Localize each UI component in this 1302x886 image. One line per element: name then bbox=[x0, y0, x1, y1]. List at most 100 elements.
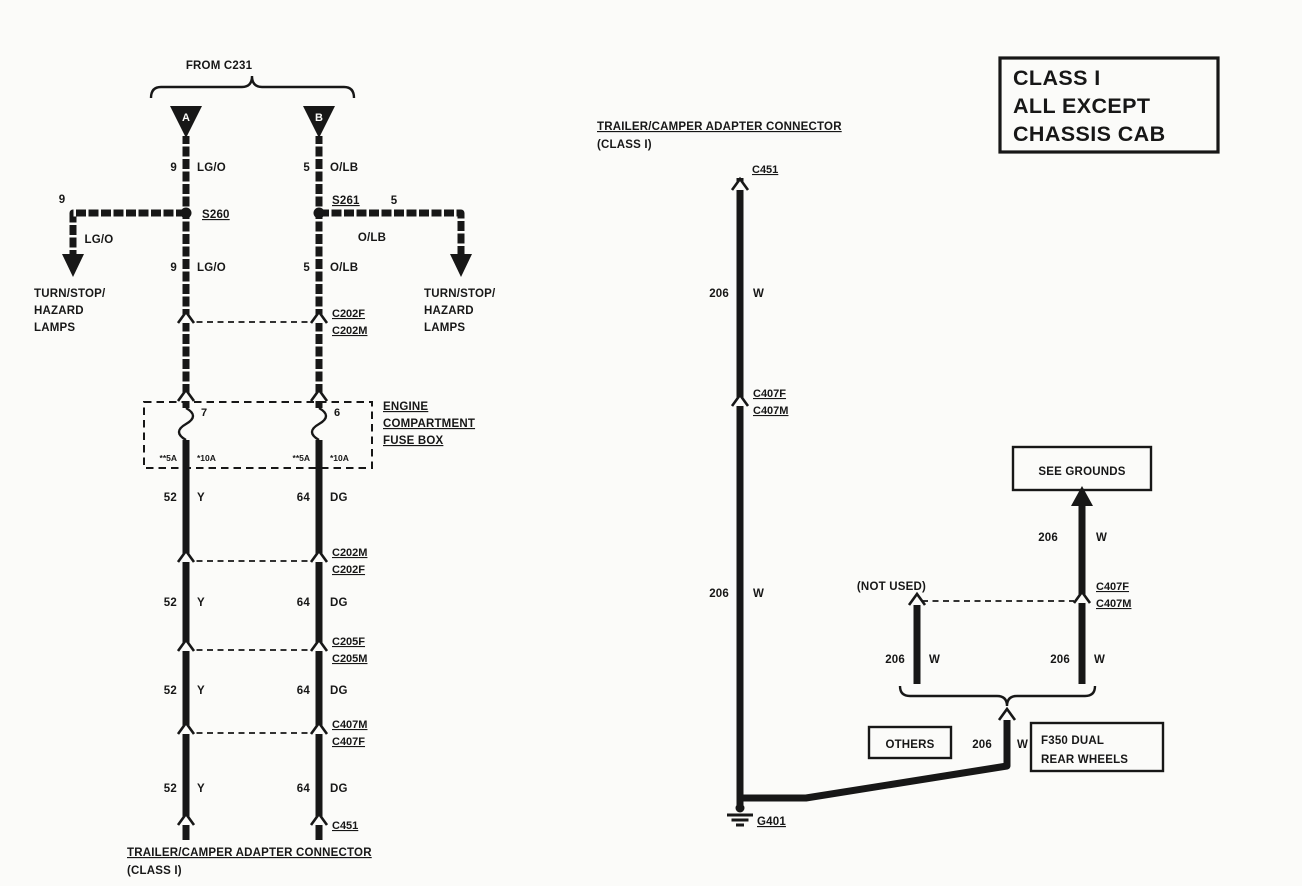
f350-box bbox=[1029, 721, 1165, 773]
wire-upper-color: W bbox=[753, 288, 764, 300]
inline-connector-icon bbox=[309, 387, 329, 402]
pin-a-icon: A bbox=[170, 106, 202, 138]
wire-a-out-gauge-2: 52 bbox=[164, 597, 177, 609]
inline-connector-icon bbox=[176, 309, 196, 324]
wire-b-color-2: O/LB bbox=[330, 262, 358, 274]
arrow-down-icon bbox=[62, 254, 84, 277]
branch-right-gauge: 206 bbox=[1050, 654, 1070, 666]
fuse-box-title3: FUSE BOX bbox=[383, 435, 444, 447]
class-box-line2: ALL EXCEPT bbox=[1013, 94, 1150, 118]
wire-a-out-gauge-1: 52 bbox=[164, 492, 177, 504]
wire-b-out-color-2: DG bbox=[330, 597, 348, 609]
left-diagram: A B FROM C231 9 LG/O 5 O/L bbox=[34, 60, 496, 877]
wire-b-out-gauge-3: 64 bbox=[297, 685, 311, 697]
pin-b-label: B bbox=[315, 112, 323, 124]
splice-s260-icon bbox=[180, 207, 192, 219]
inline-connector-icon bbox=[176, 720, 196, 735]
branch-wire-right bbox=[319, 209, 472, 277]
ground-icon bbox=[727, 803, 753, 827]
conn1-top-label: C202F bbox=[332, 308, 365, 320]
inline-connector-icon bbox=[309, 811, 329, 826]
wire-b-out-gauge-4: 64 bbox=[297, 783, 311, 795]
wire-a-out-color-2: Y bbox=[197, 597, 205, 609]
inline-connector-icon bbox=[730, 392, 750, 407]
inline-connector-icon bbox=[1072, 589, 1092, 604]
wire-lower-color: W bbox=[753, 588, 764, 600]
right-header-line2: (CLASS I) bbox=[597, 139, 652, 151]
conn2-bottom-label: C202F bbox=[332, 564, 365, 576]
fuse-box-title2: COMPARTMENT bbox=[383, 418, 475, 430]
branch-a-color: LG/O bbox=[85, 234, 114, 246]
class-box-line1: CLASS I bbox=[1013, 66, 1101, 90]
fuse-b-id: 6 bbox=[334, 407, 340, 419]
inline-connector-icon bbox=[309, 637, 329, 652]
branch-wire-left bbox=[62, 209, 186, 277]
inline-connector-icon bbox=[176, 548, 196, 563]
splice-s260-label: S260 bbox=[202, 209, 230, 221]
branch-a-gauge: 9 bbox=[59, 194, 66, 206]
wire-a bbox=[177, 136, 195, 840]
lamps-left-line3: LAMPS bbox=[34, 322, 75, 334]
conn5-label: C451 bbox=[332, 820, 358, 832]
arrow-wire-gauge: 206 bbox=[1038, 532, 1058, 544]
wire-a-gauge: 9 bbox=[170, 162, 177, 174]
others-box bbox=[867, 725, 953, 760]
conn1-bottom-label: C202M bbox=[332, 325, 367, 337]
wire-a-out-gauge-3: 52 bbox=[164, 685, 177, 697]
left-footer-line2: (CLASS I) bbox=[127, 865, 182, 877]
wire-b-out-color-1: DG bbox=[330, 492, 348, 504]
wire-b-gauge: 5 bbox=[303, 162, 310, 174]
right-diagram: TRAILER/CAMPER ADAPTER CONNECTOR (CLASS … bbox=[597, 121, 1011, 828]
inline-connector-icon bbox=[176, 387, 196, 402]
class-box-line3: CHASSIS CAB bbox=[1013, 122, 1166, 146]
inline-connector-icon bbox=[730, 176, 750, 191]
bottom-wire-gauge: 206 bbox=[972, 739, 992, 751]
fuse-b-amp-right: *10A bbox=[330, 453, 349, 463]
right-conn-bottom-label: C407M bbox=[753, 405, 788, 417]
wire-a-gauge-2: 9 bbox=[170, 262, 177, 274]
right-header-line1: TRAILER/CAMPER ADAPTER CONNECTOR bbox=[597, 121, 842, 133]
ground-label: G401 bbox=[757, 816, 786, 828]
arrow-down-icon bbox=[450, 254, 472, 277]
grounds-branch-diagram: SEE GROUNDS 206 W C407F C407M (NOT USED)… bbox=[857, 445, 1165, 773]
bent-branch-wire bbox=[743, 719, 1011, 802]
f350-line2: REAR WHEELS bbox=[1041, 754, 1128, 766]
splice-s261-icon bbox=[313, 207, 325, 219]
wire-a-color-2: LG/O bbox=[197, 262, 226, 274]
fuse-b-icon bbox=[310, 406, 328, 442]
fuse-a-id: 7 bbox=[201, 407, 207, 419]
wire-a-color: LG/O bbox=[197, 162, 226, 174]
others-label: OTHERS bbox=[885, 739, 934, 751]
wire-b-out-gauge-2: 64 bbox=[297, 597, 311, 609]
splice-s261-label: S261 bbox=[332, 195, 360, 207]
pin-a-label: A bbox=[182, 112, 190, 124]
conn3-bottom-label: C205M bbox=[332, 653, 367, 665]
lamps-left-line2: HAZARD bbox=[34, 305, 84, 317]
left-footer-line1: TRAILER/CAMPER ADAPTER CONNECTOR bbox=[127, 847, 372, 859]
lamps-right-line1: TURN/STOP/ bbox=[424, 288, 496, 300]
branch-right-color: W bbox=[1094, 654, 1105, 666]
fuse-box-outline bbox=[143, 401, 373, 469]
branch-b-gauge: 5 bbox=[391, 195, 398, 207]
class-title-box: CLASS I ALL EXCEPT CHASSIS CAB bbox=[998, 56, 1220, 154]
conn4-top-label: C407M bbox=[332, 719, 367, 731]
wire-b bbox=[310, 136, 328, 840]
from-c231-label: FROM C231 bbox=[186, 60, 253, 72]
wire-b-out-color-4: DG bbox=[330, 783, 348, 795]
conn3-top-label: C205F bbox=[332, 636, 365, 648]
see-grounds-label: SEE GROUNDS bbox=[1038, 466, 1125, 478]
fuse-b-amp-left: **5A bbox=[293, 453, 310, 463]
class-box-outline bbox=[998, 56, 1220, 154]
not-used-label: (NOT USED) bbox=[857, 581, 926, 593]
inline-connector-icon bbox=[997, 706, 1017, 721]
lamps-right-line3: LAMPS bbox=[424, 322, 465, 334]
wire-a-out-gauge-4: 52 bbox=[164, 783, 177, 795]
conn4-bottom-label: C407F bbox=[332, 736, 365, 748]
wire-upper-gauge: 206 bbox=[709, 288, 729, 300]
conn2-top-label: C202M bbox=[332, 547, 367, 559]
wire-lower-gauge: 206 bbox=[709, 588, 729, 600]
wire-b-gauge-2: 5 bbox=[303, 262, 310, 274]
inline-connector-icon bbox=[176, 811, 196, 826]
